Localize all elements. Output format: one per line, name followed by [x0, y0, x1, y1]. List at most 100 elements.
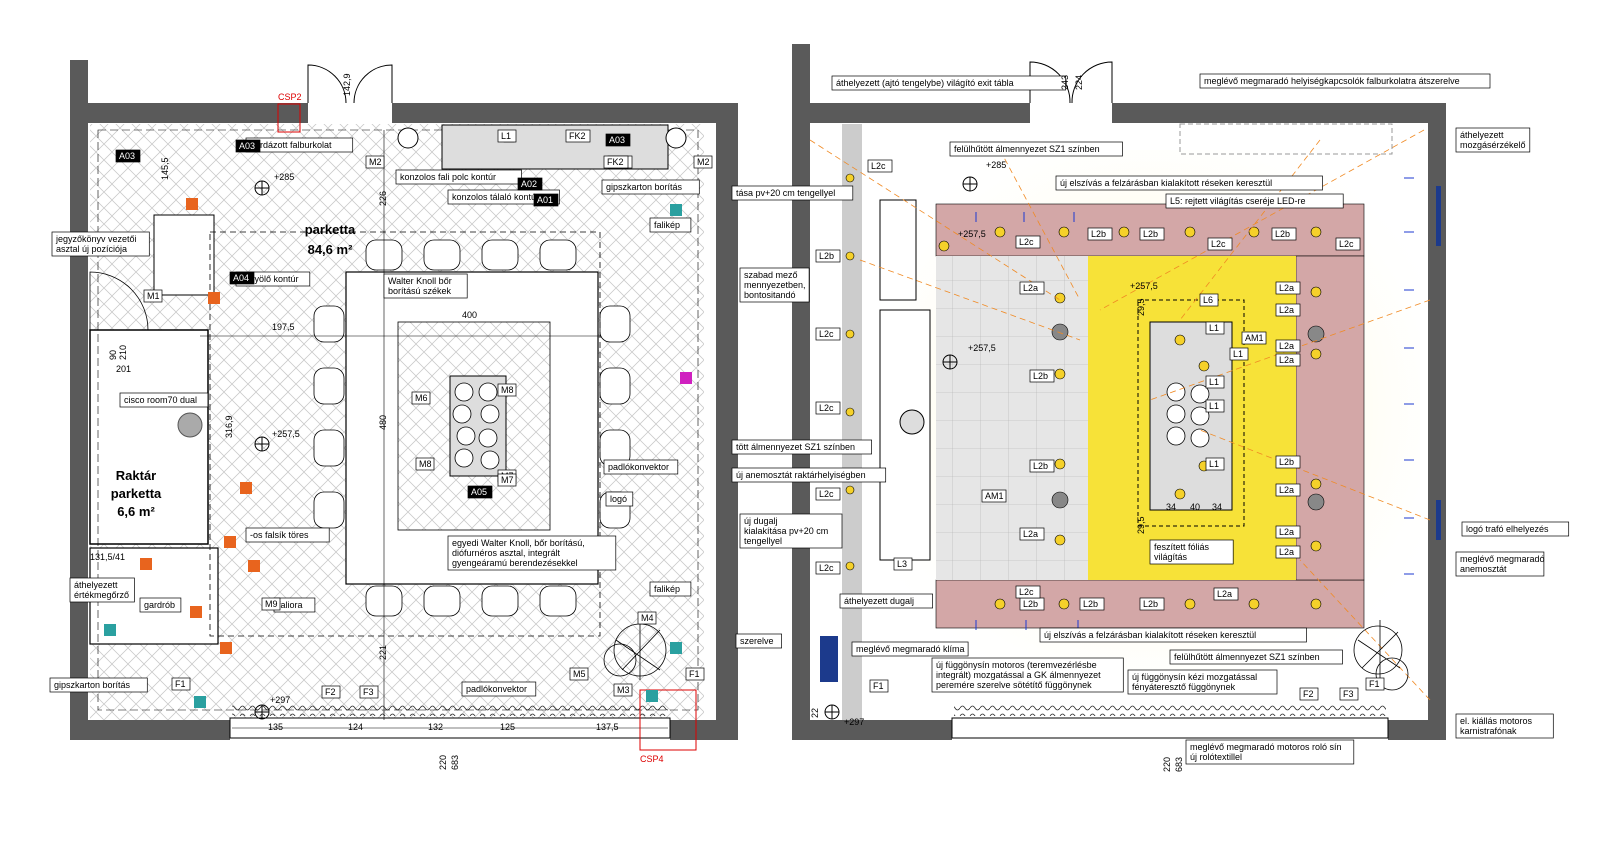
- left-callout-16: padlókonvektor: [466, 684, 527, 694]
- left-dim-10: 125: [500, 722, 515, 732]
- right-tag-19: L2b: [1279, 457, 1294, 467]
- room-name: parketta: [305, 222, 356, 237]
- wall-right: [716, 103, 738, 740]
- left-tag-0: A03: [239, 141, 255, 151]
- left-dim-14: 131,5/41: [90, 552, 125, 562]
- right-callout-8: tött álmennyezet SZ1 színben: [736, 442, 855, 452]
- left-tag-20: M7: [501, 475, 514, 485]
- left-tags: A03A03A02A01A04A05A03FK2FK2FK2M1M2M2M3M4…: [115, 129, 713, 699]
- right-tag-41: F1: [1369, 679, 1380, 689]
- left-callout-2: konzolos tálaló kontúr: [452, 192, 539, 202]
- r-level-297: +297: [844, 717, 864, 727]
- right-dim-9: 683: [1174, 757, 1184, 772]
- right-tag-0: L2c: [871, 161, 886, 171]
- left-callout-14: gardrób: [144, 600, 175, 610]
- right-tag-14: L2a: [1279, 355, 1294, 365]
- left-dim-8: 124: [348, 722, 363, 732]
- right-tag-39: F2: [1303, 689, 1314, 699]
- right-dim-2: 29,5: [1136, 298, 1146, 316]
- right-dim-6: 34: [1212, 502, 1222, 512]
- r-wall-top-b: [1112, 103, 1446, 123]
- left-tag-19: M8: [419, 459, 432, 469]
- right-tag-28: L2c: [1019, 587, 1034, 597]
- r-wall-bottom-a: [792, 720, 952, 740]
- right-dim-7: 22: [810, 708, 820, 718]
- left-callout-6: konyölő kontúr: [240, 274, 299, 284]
- right-tag-5: L2c: [1019, 237, 1034, 247]
- right-tag-9: L2c: [1339, 239, 1354, 249]
- right-dim-5: 40: [1190, 502, 1200, 512]
- left-tag-11: M2: [369, 157, 382, 167]
- left-dim-16: 210: [118, 345, 128, 360]
- left-dim-2: 197,5: [272, 322, 295, 332]
- right-callout-4: új elszívás a felzárásban kialakított ré…: [1060, 178, 1272, 188]
- left-tag-12: M2: [697, 157, 710, 167]
- left-tag-7: FK2: [569, 131, 586, 141]
- left-plan: parketta 84,6 m² Raktár parketta 6,6 m² …: [49, 60, 738, 770]
- store-name: Raktár: [116, 468, 156, 483]
- left-tag-6: A03: [609, 135, 625, 145]
- left-tag-26: L1: [501, 131, 511, 141]
- right-tag-24: L2c: [819, 563, 834, 573]
- right-tag-7: L2c: [1211, 239, 1226, 249]
- left-dim-4: 226: [378, 191, 388, 206]
- left-callout-17: gipszkarton borítás: [54, 680, 131, 690]
- right-tag-29: L1: [1209, 323, 1219, 333]
- right-tag-13: L2a: [1279, 341, 1294, 351]
- right-tag-6: L2b: [1143, 229, 1158, 239]
- right-tag-40: F3: [1343, 689, 1354, 699]
- right-callout-1: meglévő megmaradó helyiségkapcsolók falb…: [1204, 76, 1460, 86]
- right-tag-3: L2c: [819, 403, 834, 413]
- right-callout-3: felülhűtött álmennyezet SZ1 színben: [954, 144, 1100, 154]
- left-dim-12: 220: [438, 755, 448, 770]
- left-callout-15: faliora: [278, 600, 303, 610]
- right-tag-31: L1: [1209, 377, 1219, 387]
- right-tag-17: L2b: [1033, 371, 1048, 381]
- right-tag-25: L2b: [1143, 599, 1158, 609]
- right-tag-36: AM1: [1245, 333, 1264, 343]
- right-callout-5: L5: rejtett világítás cseréje LED-re: [1170, 196, 1306, 206]
- r-wall-right: [1428, 103, 1446, 740]
- right-tag-11: L2a: [1279, 283, 1294, 293]
- centerpiece-plants: [452, 382, 500, 470]
- right-dim-4: 34: [1166, 502, 1176, 512]
- recorder-desk: [153, 214, 215, 296]
- right-tag-16: L2a: [1279, 527, 1294, 537]
- right-tag-18: L2b: [1033, 461, 1048, 471]
- left-tag-1: A03: [119, 151, 135, 161]
- r-wall-bottom-b: [1388, 720, 1446, 740]
- left-callout-8: cisco room70 dual: [124, 395, 197, 405]
- r-level-2575a: +257,5: [958, 229, 986, 239]
- left-dim-1: 480: [378, 415, 388, 430]
- csp2-box: [277, 103, 301, 133]
- right-tag-4: L2b: [1091, 229, 1106, 239]
- csp4-label: CSP4: [640, 754, 664, 764]
- wall-shelf: [441, 124, 669, 170]
- right-tag-27: L2a: [1023, 529, 1038, 539]
- right-tag-12: L2a: [1279, 305, 1294, 315]
- left-callout-18: falikép: [654, 584, 680, 594]
- right-callout-11: áthelyezett dugalj: [844, 596, 914, 606]
- left-callout-12: -os falsík töres: [250, 530, 309, 540]
- right-callout-6: tása pv+20 cm tengellyel: [736, 188, 835, 198]
- left-tag-15: M5: [573, 669, 586, 679]
- right-tag-35: L6: [1203, 295, 1213, 305]
- left-tag-25: F3: [363, 687, 374, 697]
- left-tag-2: A02: [521, 179, 537, 189]
- right-tag-23: L2a: [1217, 589, 1232, 599]
- right-callout-15: új elszívás a felzárásban kialakított ré…: [1044, 630, 1256, 640]
- left-dim-13: 683: [450, 755, 460, 770]
- left-callout-1: konzolos fali polc kontúr: [400, 172, 496, 182]
- right-tag-37: AM1: [985, 491, 1004, 501]
- right-callout-13: logó trafó elhelyezés: [1466, 524, 1549, 534]
- store-area: 6,6 m²: [117, 504, 155, 519]
